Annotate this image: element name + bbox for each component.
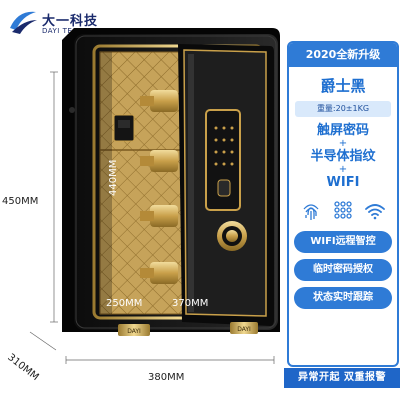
wifi-remote-control-button[interactable]: WIFI远程智控 xyxy=(294,231,392,253)
plus-sign: + xyxy=(338,138,348,149)
feature-panel: 2020全新升级 爵士黑 重量:20±1KG 触屏密码 + 半导体指纹 + WI… xyxy=(287,41,399,367)
weight-badge: 重量:20±1KG xyxy=(295,101,391,117)
alarm-banner: 异常开起 双重报警 xyxy=(284,368,400,388)
brand-mark-icon xyxy=(10,11,37,34)
feature-touch-password: 触屏密码 xyxy=(316,123,369,138)
realtime-tracking-button[interactable]: 状态实时跟踪 xyxy=(294,287,392,309)
inner-height-label: 440MM xyxy=(108,159,119,196)
inner-width-label: 250MM xyxy=(106,298,143,309)
temporary-password-button[interactable]: 临时密码授权 xyxy=(294,259,392,281)
brand-name: 大一科技 xyxy=(42,14,99,29)
width-label: 380MM xyxy=(148,372,185,383)
model-name: 爵士黑 xyxy=(320,77,366,95)
feature-icons xyxy=(289,197,397,223)
fingerprint-icon xyxy=(303,204,319,220)
svg-text:DAYI: DAYI xyxy=(237,326,251,333)
inner-depth-label: 370MM xyxy=(172,298,209,309)
plus-sign: + xyxy=(338,164,348,175)
svg-text:DAYI: DAYI xyxy=(127,328,141,335)
feature-fingerprint: 半导体指纹 xyxy=(310,149,376,164)
wifi-icon xyxy=(365,204,385,220)
feature-wifi: WIFI xyxy=(326,175,360,190)
bolt-group xyxy=(140,90,178,284)
keypad-icon xyxy=(334,201,352,219)
height-label: 450MM xyxy=(2,196,39,207)
panel-header: 2020全新升级 xyxy=(289,43,397,67)
safe-drawing: DAYI DAYI xyxy=(29,28,280,364)
safe-illustration: DAYI DAYI 450MM 310MM 380MM 440MM 250MM … xyxy=(2,28,280,383)
